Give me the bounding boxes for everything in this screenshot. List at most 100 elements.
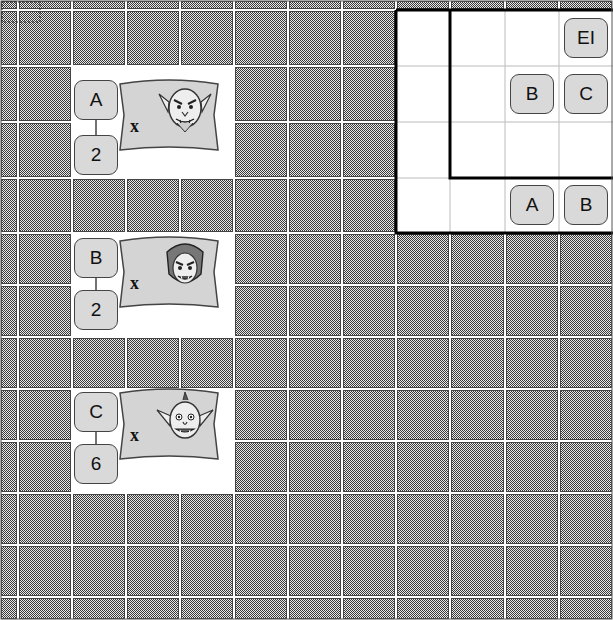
floor-tile	[20, 287, 71, 336]
floor-tile	[74, 547, 125, 596]
floor-tile	[507, 599, 558, 619]
board-graphic	[72, 66, 234, 178]
monster-token: B	[510, 74, 554, 114]
count-number: 2	[74, 135, 118, 175]
floor-tile	[236, 495, 287, 544]
floor-tile	[236, 235, 287, 284]
floor-tile	[2, 180, 17, 232]
floor-tile	[236, 124, 287, 177]
floor-tile	[20, 2, 71, 9]
floor-tile	[452, 287, 504, 336]
floor-tile	[561, 547, 612, 596]
floor-tile	[561, 443, 612, 492]
floor-tile	[236, 599, 287, 619]
floor-tile	[236, 443, 287, 492]
floor-tile	[2, 287, 17, 336]
floor-tile	[398, 547, 449, 596]
floor-tile	[452, 235, 504, 284]
floor-tile	[344, 235, 395, 284]
floor-tile	[344, 391, 395, 440]
floor-tile	[344, 547, 395, 596]
floor-tile	[452, 443, 504, 492]
floor-tile	[20, 180, 71, 232]
floor-tile	[2, 443, 17, 492]
floor-tile	[74, 599, 125, 619]
floor-tile	[507, 547, 558, 596]
monster-token: EI	[564, 18, 608, 58]
floor-tile	[290, 2, 341, 9]
floor-tile	[507, 287, 558, 336]
floor-tile	[20, 391, 71, 440]
floor-tile	[236, 2, 287, 9]
token-label: C	[579, 84, 593, 104]
monster-token: B	[564, 185, 608, 225]
board-graphic	[120, 80, 218, 150]
floor-tile	[290, 235, 341, 284]
monster-token: A	[510, 185, 554, 225]
room-grid	[396, 10, 613, 233]
floor-tile	[236, 287, 287, 336]
floor-tile	[128, 547, 179, 596]
board-graphic	[95, 120, 97, 135]
monster-card-scroll	[120, 80, 218, 459]
floor-tile	[290, 391, 341, 440]
floor-tile	[344, 2, 395, 9]
floor-tile	[74, 2, 125, 9]
board-graphic	[450, 178, 451, 233]
board-graphic	[396, 178, 450, 179]
floor-tile	[20, 339, 71, 388]
floor-tile	[2, 599, 17, 619]
floor-tile	[344, 12, 395, 65]
floor-tile	[74, 180, 125, 232]
floor-tile	[344, 599, 395, 619]
floor-tile	[561, 287, 612, 336]
floor-tile	[128, 2, 179, 9]
board-graphic	[167, 244, 203, 283]
group-letter: C	[74, 392, 118, 432]
floor-tile	[507, 339, 558, 388]
floor-tile	[182, 339, 233, 388]
floor-tile	[20, 68, 71, 121]
floor-tile	[182, 12, 233, 65]
floor-tile	[452, 599, 504, 619]
board-graphic	[396, 66, 613, 67]
floor-tile	[20, 235, 71, 284]
floor-tile	[290, 12, 341, 65]
floor-tile	[344, 339, 395, 388]
floor-tile	[290, 443, 341, 492]
room-wall	[396, 10, 613, 233]
board-graphic	[95, 432, 97, 444]
floor-tile	[398, 443, 449, 492]
floor-tile	[507, 235, 558, 284]
floor-tile	[20, 599, 71, 619]
floor-tile	[561, 391, 612, 440]
floor-tile	[398, 495, 449, 544]
room-floor	[396, 10, 613, 233]
floor-tile	[344, 495, 395, 544]
floor-tile	[398, 599, 449, 619]
floor-tile	[290, 68, 341, 121]
floor-tile	[74, 339, 125, 388]
floor-tile	[344, 68, 395, 121]
floor-tile	[20, 124, 71, 177]
floor-tile	[344, 124, 395, 177]
token-label: x	[130, 273, 139, 293]
floor-tile	[128, 339, 179, 388]
count-number: 6	[74, 444, 118, 484]
floor-tile	[128, 12, 179, 65]
floor-tile	[290, 339, 341, 388]
floor-tile	[128, 495, 179, 544]
floor-tile	[452, 547, 504, 596]
floor-tile	[182, 2, 233, 9]
floor-tile	[74, 12, 125, 65]
floor-tile	[290, 287, 341, 336]
token-label: B	[90, 248, 103, 268]
room	[396, 10, 613, 233]
token-label: A	[90, 90, 103, 110]
board-graphic	[72, 389, 234, 493]
floor-tile	[182, 495, 233, 544]
